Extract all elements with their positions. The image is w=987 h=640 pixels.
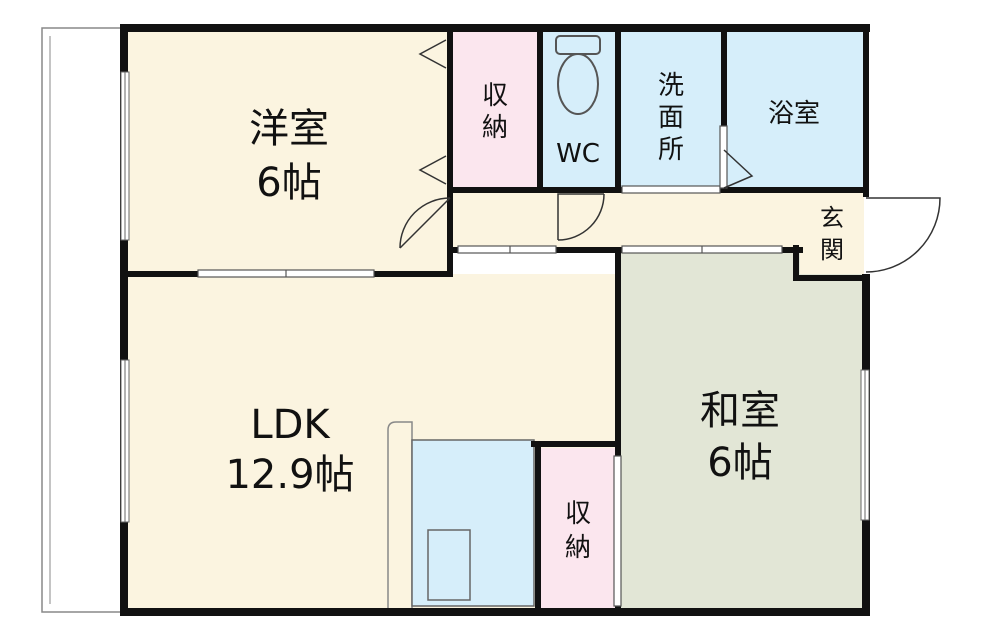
bath-label: 浴室 <box>768 99 820 129</box>
wc-label: WC <box>556 139 600 169</box>
room-storage-bottom <box>538 448 618 608</box>
storage-top-label-1: 収 <box>482 81 508 111</box>
entrance-label-1: 玄 <box>820 204 844 232</box>
sliding-doors <box>197 125 783 607</box>
room-western <box>128 30 450 274</box>
room-storage-top <box>452 30 538 190</box>
washroom-label-2: 面 <box>658 103 684 133</box>
ldk-room-size: 12.9帖 <box>225 452 354 498</box>
room-entrance <box>800 190 864 274</box>
washroom-label-3: 所 <box>658 135 684 165</box>
storage-bottom-label-2: 納 <box>565 533 591 563</box>
room-washroom <box>618 30 724 190</box>
storage-bottom-label-1: 収 <box>565 499 591 529</box>
toilet-bowl <box>557 53 599 115</box>
western-room-name: 洋室 <box>249 106 329 152</box>
swing-doors <box>399 39 941 273</box>
windows <box>120 71 870 523</box>
room-japanese <box>618 248 863 608</box>
kitchen-sink <box>427 529 471 601</box>
balcony <box>41 27 125 613</box>
kitchen-counter-edge <box>387 421 413 608</box>
room-wc <box>538 30 616 190</box>
ldk-room-name: LDK <box>250 402 331 448</box>
kitchen-counter <box>411 439 535 607</box>
japanese-room-size: 6帖 <box>707 440 772 486</box>
western-room-size: 6帖 <box>256 160 321 206</box>
washroom-label-1: 洗 <box>658 71 684 101</box>
room-bath <box>724 30 864 190</box>
entrance-label-2: 関 <box>820 236 844 264</box>
storage-top-label-2: 納 <box>482 113 508 143</box>
japanese-room-name: 和室 <box>700 388 780 434</box>
hallway <box>452 190 800 248</box>
